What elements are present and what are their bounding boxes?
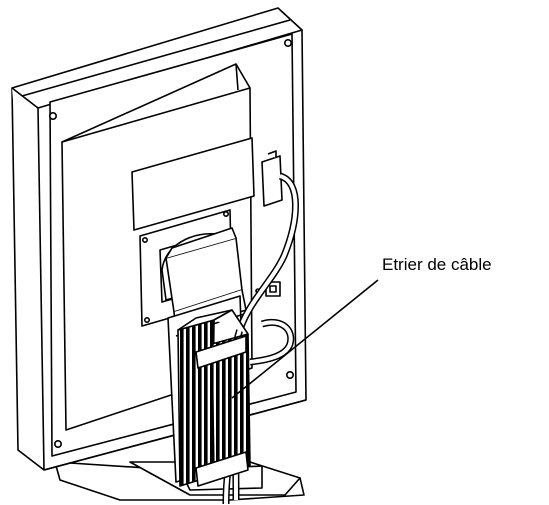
- screw-holes: [48, 38, 294, 448]
- connector-plate: [131, 137, 283, 297]
- cable-holder: [177, 309, 251, 487]
- vesa-mount: [139, 209, 247, 333]
- callout-leader-line: [231, 279, 379, 399]
- callout-label: Etrier de câble: [382, 255, 492, 274]
